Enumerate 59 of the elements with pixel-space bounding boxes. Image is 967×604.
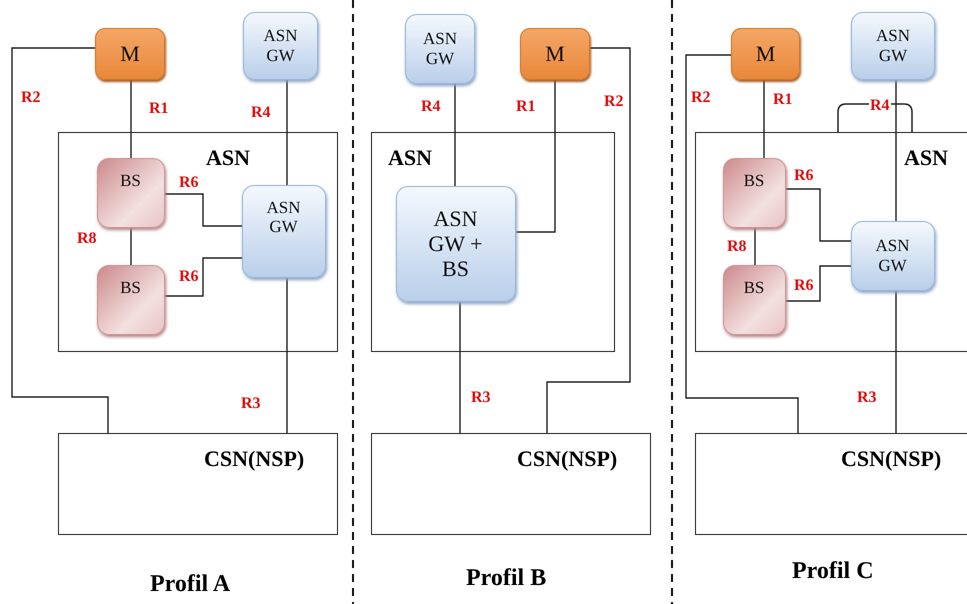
gateway-box: [405, 14, 475, 84]
node-label: BS: [744, 278, 764, 298]
connector-line: [11, 47, 109, 433]
node-label: M: [545, 41, 565, 67]
gateway-box: [396, 186, 516, 302]
connector-line: [130, 228, 132, 265]
container-title: ASN: [388, 145, 432, 171]
connector-line: [685, 54, 799, 433]
base-station-box: [96, 158, 164, 228]
connector-line: [754, 228, 756, 265]
node-label: ASN GW + BS: [427, 206, 484, 282]
base-station-box: [722, 158, 786, 228]
base-station-box: [722, 264, 786, 334]
node-label: BS: [744, 170, 764, 190]
node-label: ASN GW: [262, 26, 298, 66]
node-label: ASN GW: [422, 29, 458, 69]
network-container: [371, 132, 615, 352]
gateway-box: [243, 12, 318, 80]
node-label: M: [756, 41, 776, 67]
container-title: ASN: [904, 145, 948, 171]
container-title: CSN(NSP): [517, 446, 618, 472]
panel-caption: Profil C: [792, 558, 874, 585]
node-label: M: [120, 41, 140, 67]
gateway-box: [242, 184, 326, 278]
network-container: [371, 433, 651, 535]
node-label: BS: [120, 278, 141, 298]
node-label: ASN GW: [265, 198, 302, 237]
connector-line: [165, 257, 242, 297]
gateway-box: [850, 220, 934, 290]
node-label: ASN GW: [874, 26, 911, 66]
connector-line: [286, 278, 288, 433]
connector-line: [763, 80, 765, 158]
network-container: [695, 433, 967, 535]
panel-caption: Profil A: [150, 571, 230, 598]
network-container: [58, 433, 338, 535]
connector-line: [546, 47, 631, 433]
connector-line: [786, 188, 851, 242]
container-title: CSN(NSP): [841, 446, 942, 472]
connector-line: [786, 265, 851, 302]
connector-line: [895, 80, 897, 221]
connector-line: [516, 80, 556, 233]
module-box: [520, 28, 590, 80]
node-label: BS: [120, 170, 141, 190]
base-station-box: [96, 264, 164, 334]
network-container: [58, 132, 338, 352]
container-title: ASN: [206, 145, 250, 171]
connector-line: [286, 80, 288, 185]
network-container: [695, 132, 967, 352]
connector-line: [459, 302, 461, 433]
gateway-box: [851, 12, 935, 80]
connector-line: [454, 84, 456, 186]
connector-line: [130, 80, 132, 158]
module-box: [95, 28, 165, 80]
node-label: ASN GW: [874, 236, 910, 276]
container-title: CSN(NSP): [204, 446, 304, 472]
module-box: [731, 28, 800, 80]
connector-line: [895, 291, 897, 433]
panel-caption: Profil B: [466, 565, 546, 592]
connector-line: [165, 193, 242, 227]
